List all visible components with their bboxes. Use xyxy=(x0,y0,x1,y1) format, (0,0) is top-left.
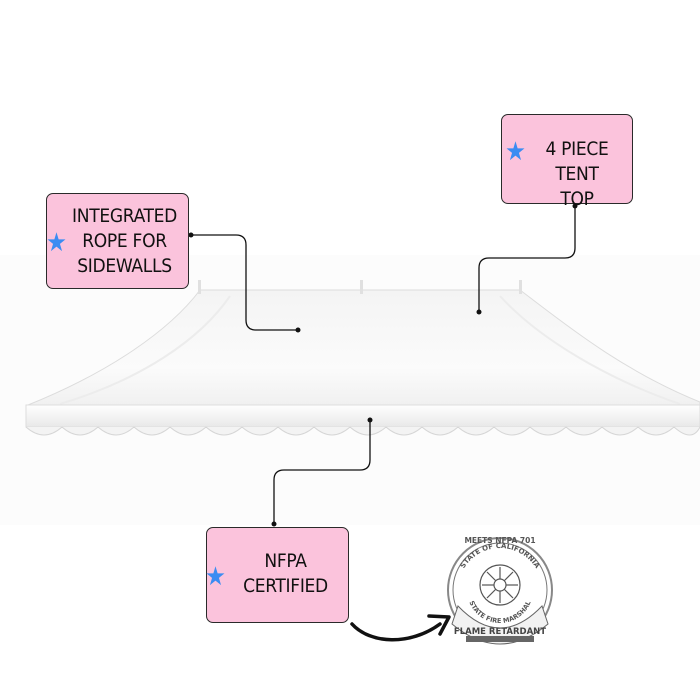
star-icon: ★ xyxy=(46,228,67,258)
connector-lines xyxy=(190,206,576,524)
callout-integrated-rope-text: INTEGRATED ROPE FOR SIDEWALLS xyxy=(71,205,178,277)
callout-4-piece-tent-top: 4 PIECE TENT TOP ★ xyxy=(501,114,633,210)
seal-banner: FLAME RETARDANT xyxy=(454,627,546,637)
star-icon: ★ xyxy=(205,562,226,592)
callout-nfpa-certified: NFPA CERTIFIED ★ xyxy=(205,527,349,623)
callout-4-piece-tent-top-text: 4 PIECE TENT TOP xyxy=(545,138,609,210)
callout-nfpa-certified-text: NFPA CERTIFIED xyxy=(243,550,328,597)
flame-retardant-seal: MEETS NFPA 701 STATE OF CALIFORNIA STATE… xyxy=(447,536,553,645)
tent-top-image xyxy=(25,280,700,436)
callout-integrated-rope: INTEGRATED ROPE FOR SIDEWALLS ★ xyxy=(46,193,189,289)
arrow-icon xyxy=(350,614,451,642)
star-icon: ★ xyxy=(505,137,526,167)
seal-top-text: MEETS NFPA 701 xyxy=(464,536,535,545)
